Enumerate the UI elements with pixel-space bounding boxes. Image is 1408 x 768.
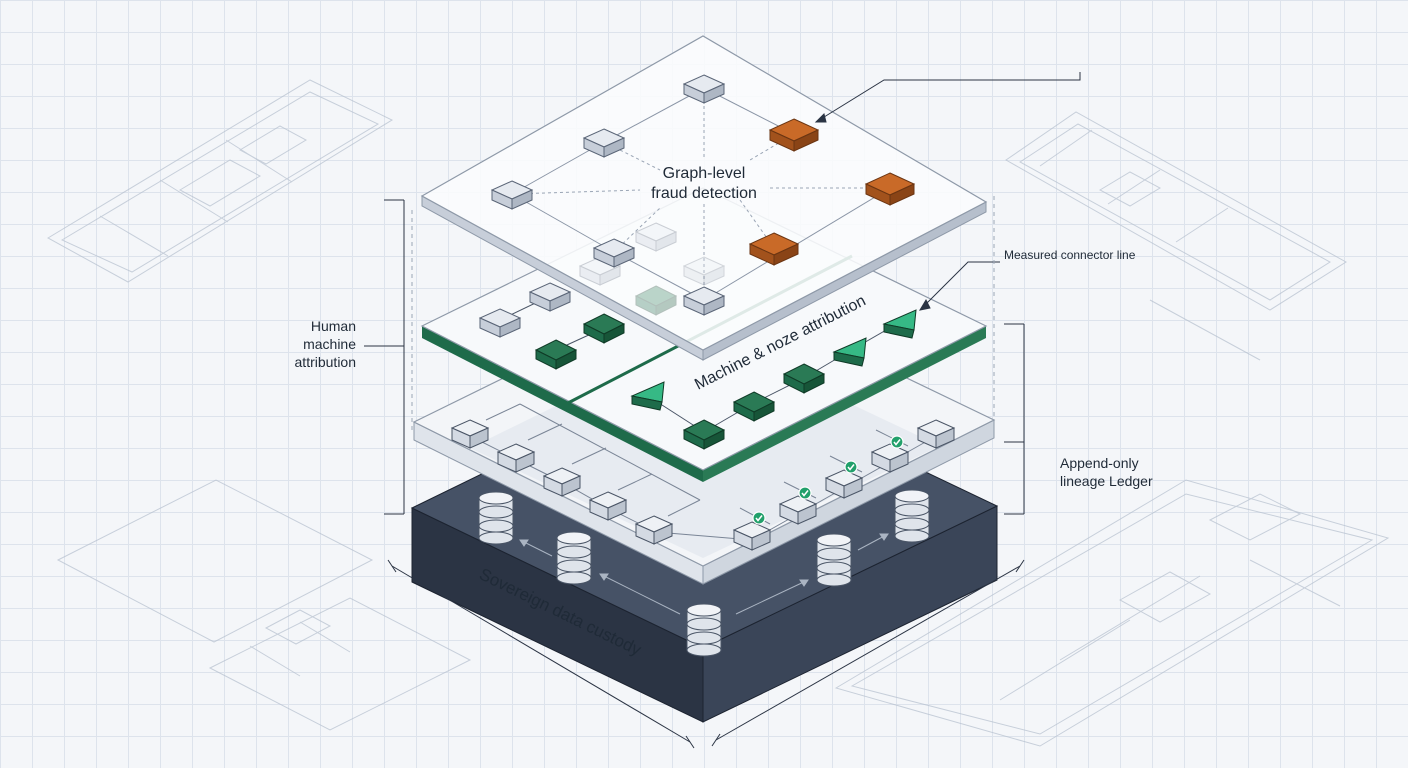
measured-connector-label: Measured connector line xyxy=(1004,248,1136,262)
human-attribution-line3: attribution xyxy=(295,354,356,370)
graph-fraud-label-line2: fraud detection xyxy=(651,185,757,202)
database-cylinder-icon xyxy=(816,533,852,587)
left-bracket xyxy=(364,199,405,515)
check-circle-icon xyxy=(798,486,812,500)
check-circle-icon xyxy=(890,435,904,449)
callout-leader-connector xyxy=(918,261,1000,311)
check-circle-icon xyxy=(844,460,858,474)
human-attribution-line1: Human xyxy=(311,318,356,334)
database-cylinder-icon xyxy=(686,603,722,657)
ledger-label-line1: Append-only xyxy=(1060,455,1139,471)
human-attribution-line2: machine xyxy=(303,336,356,352)
database-cylinder-icon xyxy=(894,489,930,543)
callout-leader-top xyxy=(814,72,1081,123)
ledger-label-line2: lineage Ledger xyxy=(1060,473,1153,489)
floorplan-sketch-bottom-right xyxy=(834,479,1390,747)
ledger-connectors xyxy=(469,403,937,541)
floorplan-sketch-bottom-left xyxy=(56,479,472,731)
base-flow-arrows xyxy=(519,533,889,615)
floorplan-sketch-left xyxy=(46,79,394,283)
dimension-line-right xyxy=(711,559,1025,747)
database-cylinder-icon xyxy=(556,531,592,585)
check-circle-icon xyxy=(752,511,766,525)
floorplan-sketch-right xyxy=(1005,111,1347,361)
right-bracket xyxy=(1004,323,1025,515)
graph-fraud-label-line1: Graph-level xyxy=(663,165,746,182)
database-cylinder-icon xyxy=(478,491,514,545)
fraud-detection-layer-panel xyxy=(420,35,988,361)
dimension-line-left xyxy=(387,559,695,749)
